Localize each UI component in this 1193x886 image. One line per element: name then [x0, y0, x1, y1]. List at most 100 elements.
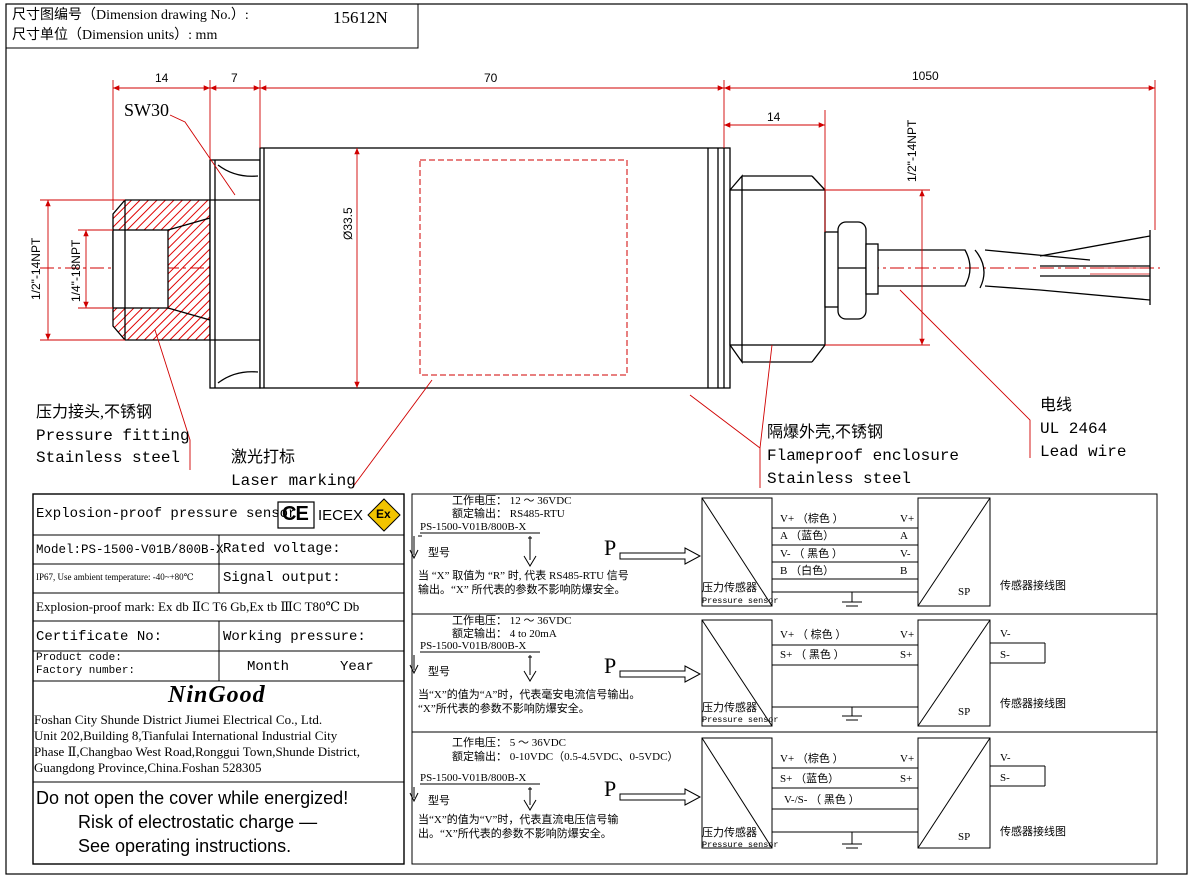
warning-line-3: See operating instructions. — [78, 836, 292, 856]
s2-term-2: S+ — [900, 649, 913, 661]
s2-model-code: PS-1500-V01B/800B-X — [420, 640, 527, 652]
s3-note-1: 当“X”的值为“V”时，代表直流电压信号输 — [418, 814, 619, 826]
signal-output-field: Signal output: — [223, 570, 341, 586]
s1-model-cn: 型号 — [428, 547, 450, 559]
main-cylinder — [259, 147, 731, 389]
npt-right-label: 1/2"-14NPT — [905, 119, 919, 182]
header-box — [5, 3, 419, 49]
s1-wire-2: A （蓝色） — [780, 530, 835, 542]
s1-diagram-cn: 传感器接线图 — [1000, 580, 1066, 592]
hex-nut — [209, 159, 261, 389]
iecex-mark: IECEX — [318, 507, 364, 524]
laser-marking-area — [419, 159, 628, 376]
s3-model-cn: 型号 — [428, 795, 450, 807]
s1-output: 额定输出： RS485-RTU — [452, 508, 565, 520]
s3-wire-3: V-/S- （ 黑色 ） — [784, 794, 860, 806]
rated-voltage-field: Rated voltage: — [223, 541, 341, 557]
rear-thread — [729, 189, 826, 346]
s1-sp: SP — [958, 586, 971, 598]
s2-wire-2: S+ （ 黑色 ） — [780, 649, 845, 661]
wiring-frame — [411, 493, 1158, 865]
s2-pressure-p: P — [604, 653, 617, 678]
s2-output: 额定输出： 4 to 20mA — [452, 628, 557, 640]
s3-sp: SP — [958, 831, 971, 843]
wiring-section-1 — [409, 497, 991, 607]
ce-mark — [277, 501, 315, 529]
s2-note-2: “X”所代表的参数不影响防爆安全。 — [418, 703, 590, 715]
dim-1050-cable: 1050 — [912, 69, 939, 83]
factory-number-field: Factory number: — [36, 665, 136, 677]
nameplate-title: Explosion-proof pressure sensor — [36, 506, 297, 522]
s2-wire-1: V+ （ 棕色 ） — [780, 629, 847, 641]
drawing-number-label: 尺寸图编号（Dimension drawing No.）: — [12, 8, 249, 23]
working-pressure-field: Working pressure: — [223, 629, 366, 645]
npt-inner-label: 1/4"-18NPT — [69, 239, 83, 302]
warning-line-1: Do not open the cover while energized! — [36, 788, 349, 808]
s2-model-cn: 型号 — [428, 666, 450, 678]
s3-wire-2: S+ （蓝色） — [780, 773, 840, 785]
nameplate-logo — [166, 683, 284, 711]
s1-sensor-en: Pressure sensor — [702, 596, 779, 606]
lead-wire-en: Lead wire — [1040, 443, 1127, 461]
s2-term-1: V+ — [900, 629, 915, 641]
s3-term-1: V+ — [900, 753, 915, 765]
ex-badge — [367, 498, 401, 532]
leader-lines — [154, 114, 1031, 489]
drawing-number-value: 15612N — [333, 8, 388, 27]
s2-sensor-en: Pressure sensor — [702, 715, 779, 725]
company-logo: NinGood — [168, 682, 266, 708]
company-line-3: Phase Ⅱ,Changbao West Road,Ronggui Town,… — [34, 744, 360, 759]
s2-diagram-cn: 传感器接线图 — [1000, 698, 1066, 710]
s1-sensor-cn: 压力传感器 — [702, 582, 757, 594]
dim-7-hex: 7 — [231, 71, 238, 85]
s1-wire-4: B （白色） — [780, 565, 835, 577]
s1-note-1: 当 “X” 取值为 “R” 时, 代表 RS485-RTU 信号 — [418, 570, 629, 582]
inner-bore — [112, 229, 169, 309]
s2-voltage: 工作电压： 12 ～ 36VDC — [452, 615, 572, 627]
product-code-field: Product code: — [36, 652, 122, 664]
s1-term-2: A — [900, 530, 908, 542]
s2-out-1: V- — [1000, 628, 1011, 640]
laser-marking-en: Laser marking — [231, 472, 356, 490]
model-field: Model:PS-1500-V01B/800B-X — [36, 543, 224, 557]
s3-output: 额定输出： 0-10VDC（0.5-4.5VDC、0-5VDC） — [452, 751, 679, 763]
enclosure-en-2: Stainless steel — [767, 470, 912, 488]
lead-wire-std: UL 2464 — [1040, 420, 1108, 438]
s3-diagram-cn: 传感器接线图 — [1000, 826, 1066, 838]
s1-term-4: B — [900, 565, 908, 577]
cable — [878, 249, 971, 287]
s3-sensor-en: Pressure sensor — [702, 840, 779, 850]
s1-term-3: V- — [900, 548, 911, 560]
s2-note-1: 当“X”的值为“A”时，代表毫安电流信号输出。 — [418, 689, 641, 701]
s2-sensor-cn: 压力传感器 — [702, 702, 757, 714]
laser-marking-cn: 激光打标 — [231, 449, 296, 466]
sensor-body — [40, 147, 1160, 389]
wiring-section-2 — [409, 619, 1046, 727]
certificate-field: Certificate No: — [36, 629, 163, 645]
s3-voltage: 工作电压： 5 ～ 36VDC — [452, 737, 566, 749]
s2-sp: SP — [958, 706, 971, 718]
year-field: Year — [340, 659, 374, 675]
s1-wire-1: V+ （棕色 ） — [780, 513, 844, 525]
ex-badge-text: Ex — [376, 507, 391, 521]
warning-line-2: Risk of electrostatic charge — — [78, 812, 318, 832]
dim-70-body: 70 — [484, 71, 498, 85]
s1-model-code: PS-1500-V01B/800B-X — [420, 521, 527, 533]
s1-voltage: 工作电压： 12 ～ 36VDC — [452, 495, 572, 507]
ip-rating-field: IP67, Use ambient temperature: -40~+80℃ — [36, 572, 194, 582]
s3-term-2: S+ — [900, 773, 913, 785]
s3-model-code: PS-1500-V01B/800B-X — [420, 772, 527, 784]
s3-note-2: 出。“X”所代表的参数不影响防爆安全。 — [418, 828, 612, 840]
ce-mark-text: CE — [282, 503, 309, 525]
company-line-1: Foshan City Shunde District Jiumei Elect… — [34, 712, 323, 727]
enclosure-cn: 隔爆外壳,不锈钢 — [767, 424, 884, 441]
fitting-cn: 压力接头,不锈钢 — [36, 404, 153, 421]
nameplate-grid — [32, 493, 405, 865]
s2-out-2: S- — [1000, 649, 1010, 661]
company-line-2: Unit 202,Building 8,Tianfulai Internatio… — [34, 728, 338, 743]
s3-sensor-cn: 压力传感器 — [702, 827, 757, 839]
enclosure-en-1: Flameproof enclosure — [767, 447, 960, 465]
s3-out-2: S- — [1000, 772, 1010, 784]
company-line-4: Guangdong Province,China.Foshan 528305 — [34, 760, 262, 775]
